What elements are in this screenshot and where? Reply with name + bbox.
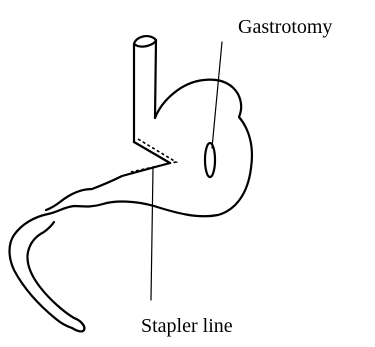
stomach-lesser-curvature (28, 142, 171, 331)
stapler-line-label: Stapler line (141, 316, 233, 336)
gastrotomy-label: Gastrotomy (238, 17, 332, 37)
stomach-greater-curvature (10, 80, 252, 328)
duodenum-end (74, 318, 84, 330)
esophagus-opening (134, 36, 156, 46)
stapler-pointer (151, 168, 153, 300)
gastrotomy-pointer (212, 42, 222, 148)
gastrotomy-opening (205, 143, 215, 177)
esophagus-right-wall (155, 40, 156, 118)
